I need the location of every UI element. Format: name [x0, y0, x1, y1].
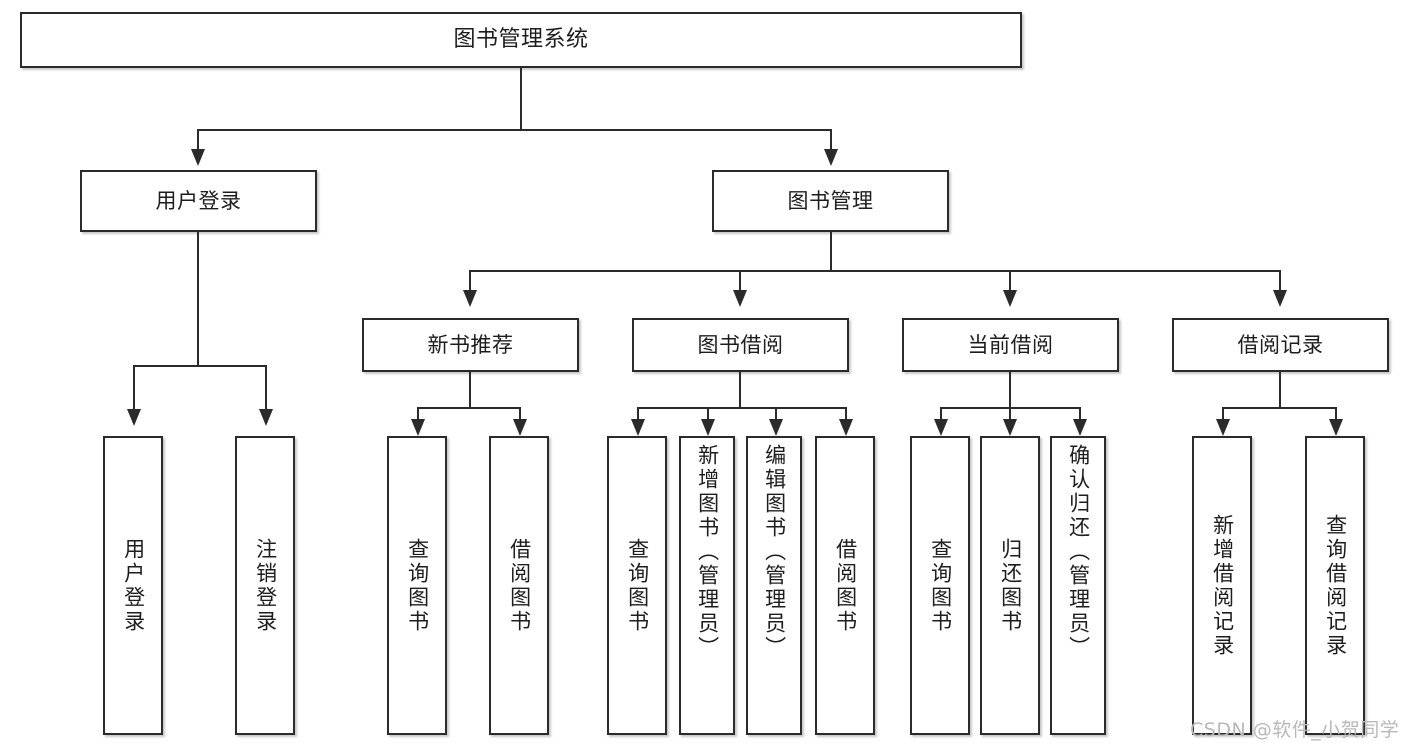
arrow-bb-to-leaf-4: [839, 419, 853, 436]
node-borrow-record[interactable]: 借阅记录: [1172, 318, 1389, 372]
connector-new-book-to-leaf-2: [519, 407, 521, 421]
connector-new-book-stem: [469, 372, 471, 408]
connector-new-book-to-leaf-1: [417, 407, 419, 421]
arrow-root-to-book-management: [824, 149, 838, 166]
node-label: 图书管理: [787, 188, 874, 213]
leaf-label: 借阅图书: [833, 537, 858, 634]
arrow-bb-to-leaf-3: [769, 419, 783, 436]
connector-bb-to-leaf-2: [707, 407, 709, 421]
arrow-user-login-to-leaf-1: [127, 409, 141, 426]
connector-bb-to-leaf-1: [637, 407, 639, 421]
leaf-label: 查询借阅记录: [1323, 513, 1348, 658]
node-book-borrow[interactable]: 图书借阅: [632, 318, 849, 372]
arrow-bb-to-leaf-1: [631, 419, 645, 436]
connector-user-login-to-leaf-2: [265, 365, 267, 411]
arrow-br-to-leaf-2: [1329, 419, 1343, 436]
leaf-user-login-logout[interactable]: 注销登录: [235, 436, 295, 735]
leaf-label: 用户登录: [121, 537, 146, 634]
connector-bm-to-borrow-record: [1279, 270, 1281, 292]
arrow-bm-to-book-borrow: [733, 290, 747, 307]
connector-cb-to-leaf-1: [940, 407, 942, 421]
leaf-label: 查询图书: [405, 537, 430, 634]
connector-bm-to-new-book: [469, 270, 471, 292]
arrow-bm-to-borrow-record: [1273, 290, 1287, 307]
node-current-borrow[interactable]: 当前借阅: [902, 318, 1119, 372]
arrow-bb-to-leaf-2: [701, 419, 715, 436]
leaf-label: 新增图书（管理员）: [695, 444, 720, 660]
leaf-book-borrow-borrow-book[interactable]: 借阅图书: [815, 436, 875, 735]
leaf-label: 归还图书: [998, 537, 1023, 634]
connector-br-to-leaf-2: [1335, 407, 1337, 421]
connector-bb-to-leaf-4: [845, 407, 847, 421]
node-label: 用户登录: [155, 188, 242, 213]
leaf-current-borrow-return-book[interactable]: 归还图书: [980, 436, 1040, 735]
leaf-borrow-record-add-record[interactable]: 新增借阅记录: [1192, 436, 1252, 735]
arrow-bm-to-current-borrow: [1003, 290, 1017, 307]
leaf-book-borrow-add-book-admin[interactable]: 新增图书（管理员）: [679, 436, 735, 735]
arrow-new-book-to-leaf-2: [513, 419, 527, 436]
connector-user-login-stem: [197, 232, 199, 366]
leaf-label: 查询图书: [928, 537, 953, 634]
leaf-label: 编辑图书（管理员）: [762, 444, 787, 660]
connector-bb-to-leaf-3: [775, 407, 777, 421]
node-label: 图书借阅: [697, 332, 784, 357]
connector-cb-to-leaf-3: [1079, 407, 1081, 421]
node-user-login[interactable]: 用户登录: [80, 170, 317, 232]
leaf-new-book-query-book[interactable]: 查询图书: [387, 436, 447, 735]
node-label: 当前借阅: [967, 332, 1054, 357]
csdn-watermark: CSDN @软件_小贺同学: [1190, 719, 1400, 741]
leaf-label: 查询图书: [625, 537, 650, 634]
leaf-label: 注销登录: [253, 537, 278, 634]
leaf-label: 借阅图书: [507, 537, 532, 634]
leaf-book-borrow-edit-book-admin[interactable]: 编辑图书（管理员）: [746, 436, 802, 735]
node-label: 图书管理系统: [453, 27, 589, 53]
arrow-br-to-leaf-1: [1216, 419, 1230, 436]
connector-user-login-bus: [133, 365, 267, 367]
node-label: 新书推荐: [427, 332, 514, 357]
leaf-current-borrow-confirm-return-admin[interactable]: 确认归还（管理员）: [1050, 436, 1106, 735]
arrow-bm-to-new-book: [463, 290, 477, 307]
arrow-cb-to-leaf-2: [1003, 419, 1017, 436]
connector-bm-to-book-borrow: [739, 270, 741, 292]
leaf-borrow-record-query-record[interactable]: 查询借阅记录: [1305, 436, 1365, 735]
connector-root-to-user-login: [197, 129, 199, 151]
connector-book-borrow-bus: [637, 407, 847, 409]
connector-br-to-leaf-1: [1222, 407, 1224, 421]
connector-book-borrow-stem: [739, 372, 741, 408]
leaf-book-borrow-query-book[interactable]: 查询图书: [607, 436, 667, 735]
arrow-new-book-to-leaf-1: [411, 419, 425, 436]
connector-root-bus: [197, 129, 832, 131]
connector-cb-to-leaf-2: [1009, 407, 1011, 421]
node-root-book-management-system[interactable]: 图书管理系统: [20, 12, 1022, 68]
connector-book-management-bus: [469, 270, 1281, 272]
connector-root-stem: [520, 68, 522, 130]
leaf-current-borrow-query-book[interactable]: 查询图书: [910, 436, 970, 735]
connector-book-management-stem: [830, 232, 832, 272]
arrow-user-login-to-leaf-2: [259, 409, 273, 426]
arrow-cb-to-leaf-1: [934, 419, 948, 436]
connector-user-login-to-leaf-1: [133, 365, 135, 411]
connector-borrow-record-bus: [1222, 407, 1337, 409]
leaf-label: 确认归还（管理员）: [1066, 444, 1091, 660]
node-label: 借阅记录: [1237, 332, 1324, 357]
connector-new-book-bus: [417, 407, 521, 409]
node-new-book-recommend[interactable]: 新书推荐: [362, 318, 579, 372]
connector-current-borrow-stem: [1009, 372, 1011, 408]
arrow-root-to-user-login: [191, 149, 205, 166]
connector-borrow-record-stem: [1279, 372, 1281, 408]
node-book-management[interactable]: 图书管理: [712, 170, 949, 232]
connector-root-to-book-management: [830, 129, 832, 151]
arrow-cb-to-leaf-3: [1073, 419, 1087, 436]
leaf-label: 新增借阅记录: [1210, 513, 1235, 658]
leaf-new-book-borrow-book[interactable]: 借阅图书: [489, 436, 549, 735]
connector-bm-to-current-borrow: [1009, 270, 1011, 292]
leaf-user-login-login[interactable]: 用户登录: [103, 436, 163, 735]
